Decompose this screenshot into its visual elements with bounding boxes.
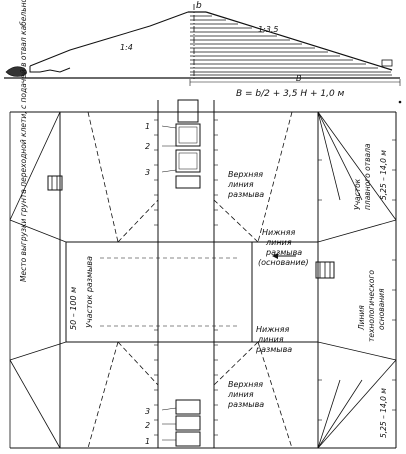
left-slope-label: 1:4: [120, 43, 133, 52]
svg-text:линия: линия: [227, 180, 254, 189]
cell-number-bottom-3: 3: [145, 407, 150, 416]
top-cells: [161, 99, 201, 189]
upper-line-top-label: Верхняя линия размыва: [227, 170, 264, 199]
svg-text:технологического: технологического: [367, 270, 376, 342]
lower-line-bottom-label: Нижняя линия размыва: [255, 325, 292, 354]
upper-line-bottom-label: Верхняя линия размыва: [227, 380, 264, 409]
svg-text:Участок: Участок: [353, 178, 362, 210]
cell-number-top-3: 3: [145, 168, 150, 177]
section-right-mid-label: Линия технологического основания: [357, 270, 386, 342]
axis-mark-label: b: [196, 1, 202, 11]
cell-number-top-1: 1: [145, 122, 150, 131]
section-plan-left: Участок размыва: [85, 256, 94, 328]
dim-right-top: 5,25 – 14,0 м: [379, 150, 388, 200]
svg-text:линия: линия: [257, 335, 284, 344]
bottom-slope-lines: [9, 341, 397, 449]
machine-icon-right: [315, 261, 335, 279]
washout-area: [65, 241, 253, 343]
svg-text:линия: линия: [265, 238, 292, 247]
svg-text:размыва: размыва: [227, 400, 264, 409]
svg-text:Верхняя: Верхняя: [228, 380, 263, 389]
dim-right-bottom: 5,25 – 14,0 м: [379, 388, 388, 438]
svg-text:Линия: Линия: [357, 305, 366, 331]
svg-text:основания: основания: [377, 288, 386, 330]
fill-hatching: [190, 15, 392, 76]
svg-text:размыва: размыва: [255, 345, 292, 354]
machine-icon-left: [47, 175, 63, 191]
svg-text:Нижняя: Нижняя: [256, 325, 289, 334]
right-slope-label: 1:3,5: [258, 25, 279, 34]
right-scale-ticks: [318, 139, 396, 421]
left-diagonals: [9, 219, 397, 361]
svg-text:(основание): (основание): [258, 258, 309, 267]
arrow-left-icon: [272, 253, 296, 259]
svg-text:размыва: размыва: [265, 248, 302, 257]
dam-profile: b 1:4 1:3,5 B B = b/2 + 3,5 H + 1,0 м: [4, 1, 401, 99]
section-right-top-label: Участок плавного отвала: [353, 143, 372, 210]
cell-number-bottom-1: 1: [145, 437, 150, 446]
dam-plan: 1 2 3 3 2 1: [9, 0, 402, 449]
dim-left: 50 – 100 м: [69, 287, 78, 330]
top-slope-lines: [9, 111, 397, 243]
channel-ticks: [154, 119, 218, 436]
svg-text:Верхняя: Верхняя: [228, 170, 263, 179]
svg-text:размыва: размыва: [227, 190, 264, 199]
lower-line-top-label: Нижняя линия размыва (основание): [258, 228, 309, 267]
svg-text:линия: линия: [227, 390, 254, 399]
svg-text:плавного отвала: плавного отвала: [363, 143, 372, 210]
width-formula: B = b/2 + 3,5 H + 1,0 м: [236, 89, 345, 99]
bottom-cells: [161, 399, 201, 447]
left-vertical-note: Место выгрузки грунта переходной клети, …: [19, 0, 28, 282]
cell-number-bottom-2: 2: [145, 421, 150, 430]
svg-text:Нижняя: Нижняя: [262, 228, 295, 237]
base-mark-label: B: [296, 74, 302, 83]
cell-number-top-2: 2: [145, 142, 150, 151]
